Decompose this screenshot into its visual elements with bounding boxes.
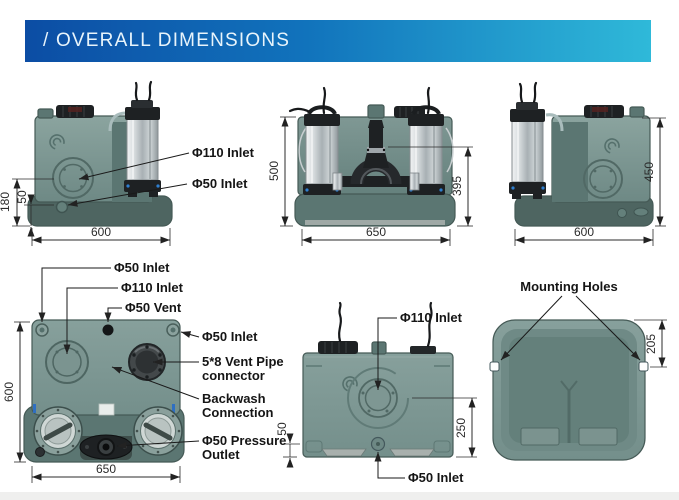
pump: [108, 80, 161, 197]
view-side-left: Φ110 Inlet Φ50 Inlet 180 50 600: [0, 80, 255, 246]
svg-text:450: 450: [642, 162, 656, 182]
pump: [509, 81, 564, 199]
tank-base: [294, 193, 456, 227]
inlet-110-flange: [45, 340, 89, 384]
dimension-650: 650: [31, 462, 181, 483]
leader-line: [180, 331, 200, 338]
view-back: Φ110 Inlet Φ50 Inlet 50 250: [275, 301, 477, 485]
callout-inlet50: Φ50 Inlet: [192, 176, 248, 191]
dimension-500: 500: [267, 116, 296, 227]
mounting-hole-right: [638, 361, 649, 372]
svg-text:500: 500: [267, 161, 281, 181]
view-top: Φ50 Inlet Φ110 Inlet Φ50 Vent Φ50 Inlet …: [2, 260, 286, 483]
dimension-600: 600: [31, 225, 171, 246]
callout-inlet50: Φ50 Inlet: [408, 470, 464, 485]
pump-lid-right: [133, 406, 183, 456]
callout-vent-pipe-2: connector: [202, 368, 265, 383]
inlet-50-port: [55, 200, 69, 214]
leader-line: [374, 452, 405, 479]
callout-backwash-1: Backwash: [202, 391, 266, 406]
section-header-bar: / OVERALL DIMENSIONS: [25, 20, 651, 62]
label-sticker: [98, 403, 115, 416]
svg-text:600: 600: [91, 225, 111, 239]
section-title: / OVERALL DIMENSIONS: [43, 30, 291, 51]
svg-text:250: 250: [454, 418, 468, 438]
svg-text:395: 395: [450, 176, 464, 196]
svg-text:50: 50: [15, 190, 29, 204]
dimension-450: 450: [642, 117, 666, 227]
callout-inlet110: Φ110 Inlet: [192, 145, 255, 160]
leader-line: [38, 267, 111, 322]
leader-line: [78, 152, 190, 181]
callout-mounting-holes: Mounting Holes: [520, 279, 618, 294]
leader-line: [374, 317, 397, 390]
u-pipe-assembly: [332, 120, 420, 191]
svg-text:600: 600: [574, 225, 594, 239]
mounting-hole-left: [489, 361, 500, 372]
tank-lid-cap: [318, 341, 358, 354]
view-front: 500 395 650: [267, 86, 473, 246]
dimension-250: 250: [412, 397, 477, 458]
leader-line: [67, 183, 188, 207]
callout-vent50: Φ50 Vent: [125, 300, 182, 315]
view-bottom: Mounting Holes 205: [489, 279, 667, 461]
dimension-205: 205: [634, 319, 667, 368]
svg-text:600: 600: [2, 382, 16, 402]
callout-inlet110: Φ110 Inlet: [400, 310, 463, 325]
callout-inlet50-left: Φ50 Inlet: [114, 260, 170, 275]
page-bottom-divider: [0, 492, 679, 500]
leader-line: [104, 307, 122, 322]
dimension-50: 50: [275, 422, 300, 468]
callout-backwash-2: Connection: [202, 405, 274, 420]
callout-vent-pipe-1: 5*8 Vent Pipe: [202, 354, 284, 369]
leader-line: [500, 295, 563, 361]
dimension-50: 50: [15, 190, 54, 237]
svg-text:50: 50: [275, 422, 289, 436]
dimension-180: 180: [0, 178, 54, 227]
vent-50-hole: [102, 324, 114, 336]
svg-text:650: 650: [366, 225, 386, 239]
svg-text:205: 205: [644, 334, 658, 354]
view-side-right: 450 600: [509, 81, 666, 246]
dimension-600: 600: [514, 225, 654, 246]
inlet-110-flange: [583, 159, 623, 199]
svg-text:180: 180: [0, 192, 12, 212]
dimension-650: 650: [301, 225, 451, 246]
pump-lid-left: [33, 406, 83, 457]
leader-line: [111, 366, 200, 400]
callout-inlet110: Φ110 Inlet: [121, 280, 184, 295]
svg-text:650: 650: [96, 462, 116, 476]
leader-line: [575, 295, 641, 361]
callout-pressure-2: Outlet: [202, 447, 240, 462]
callout-pressure-1: Φ50 Pressure: [202, 433, 286, 448]
leader-line: [63, 287, 118, 354]
dimension-395: 395: [388, 146, 473, 227]
leader-line: [116, 440, 200, 449]
dimension-600: 600: [2, 321, 30, 463]
callout-inlet50-right: Φ50 Inlet: [202, 329, 258, 344]
